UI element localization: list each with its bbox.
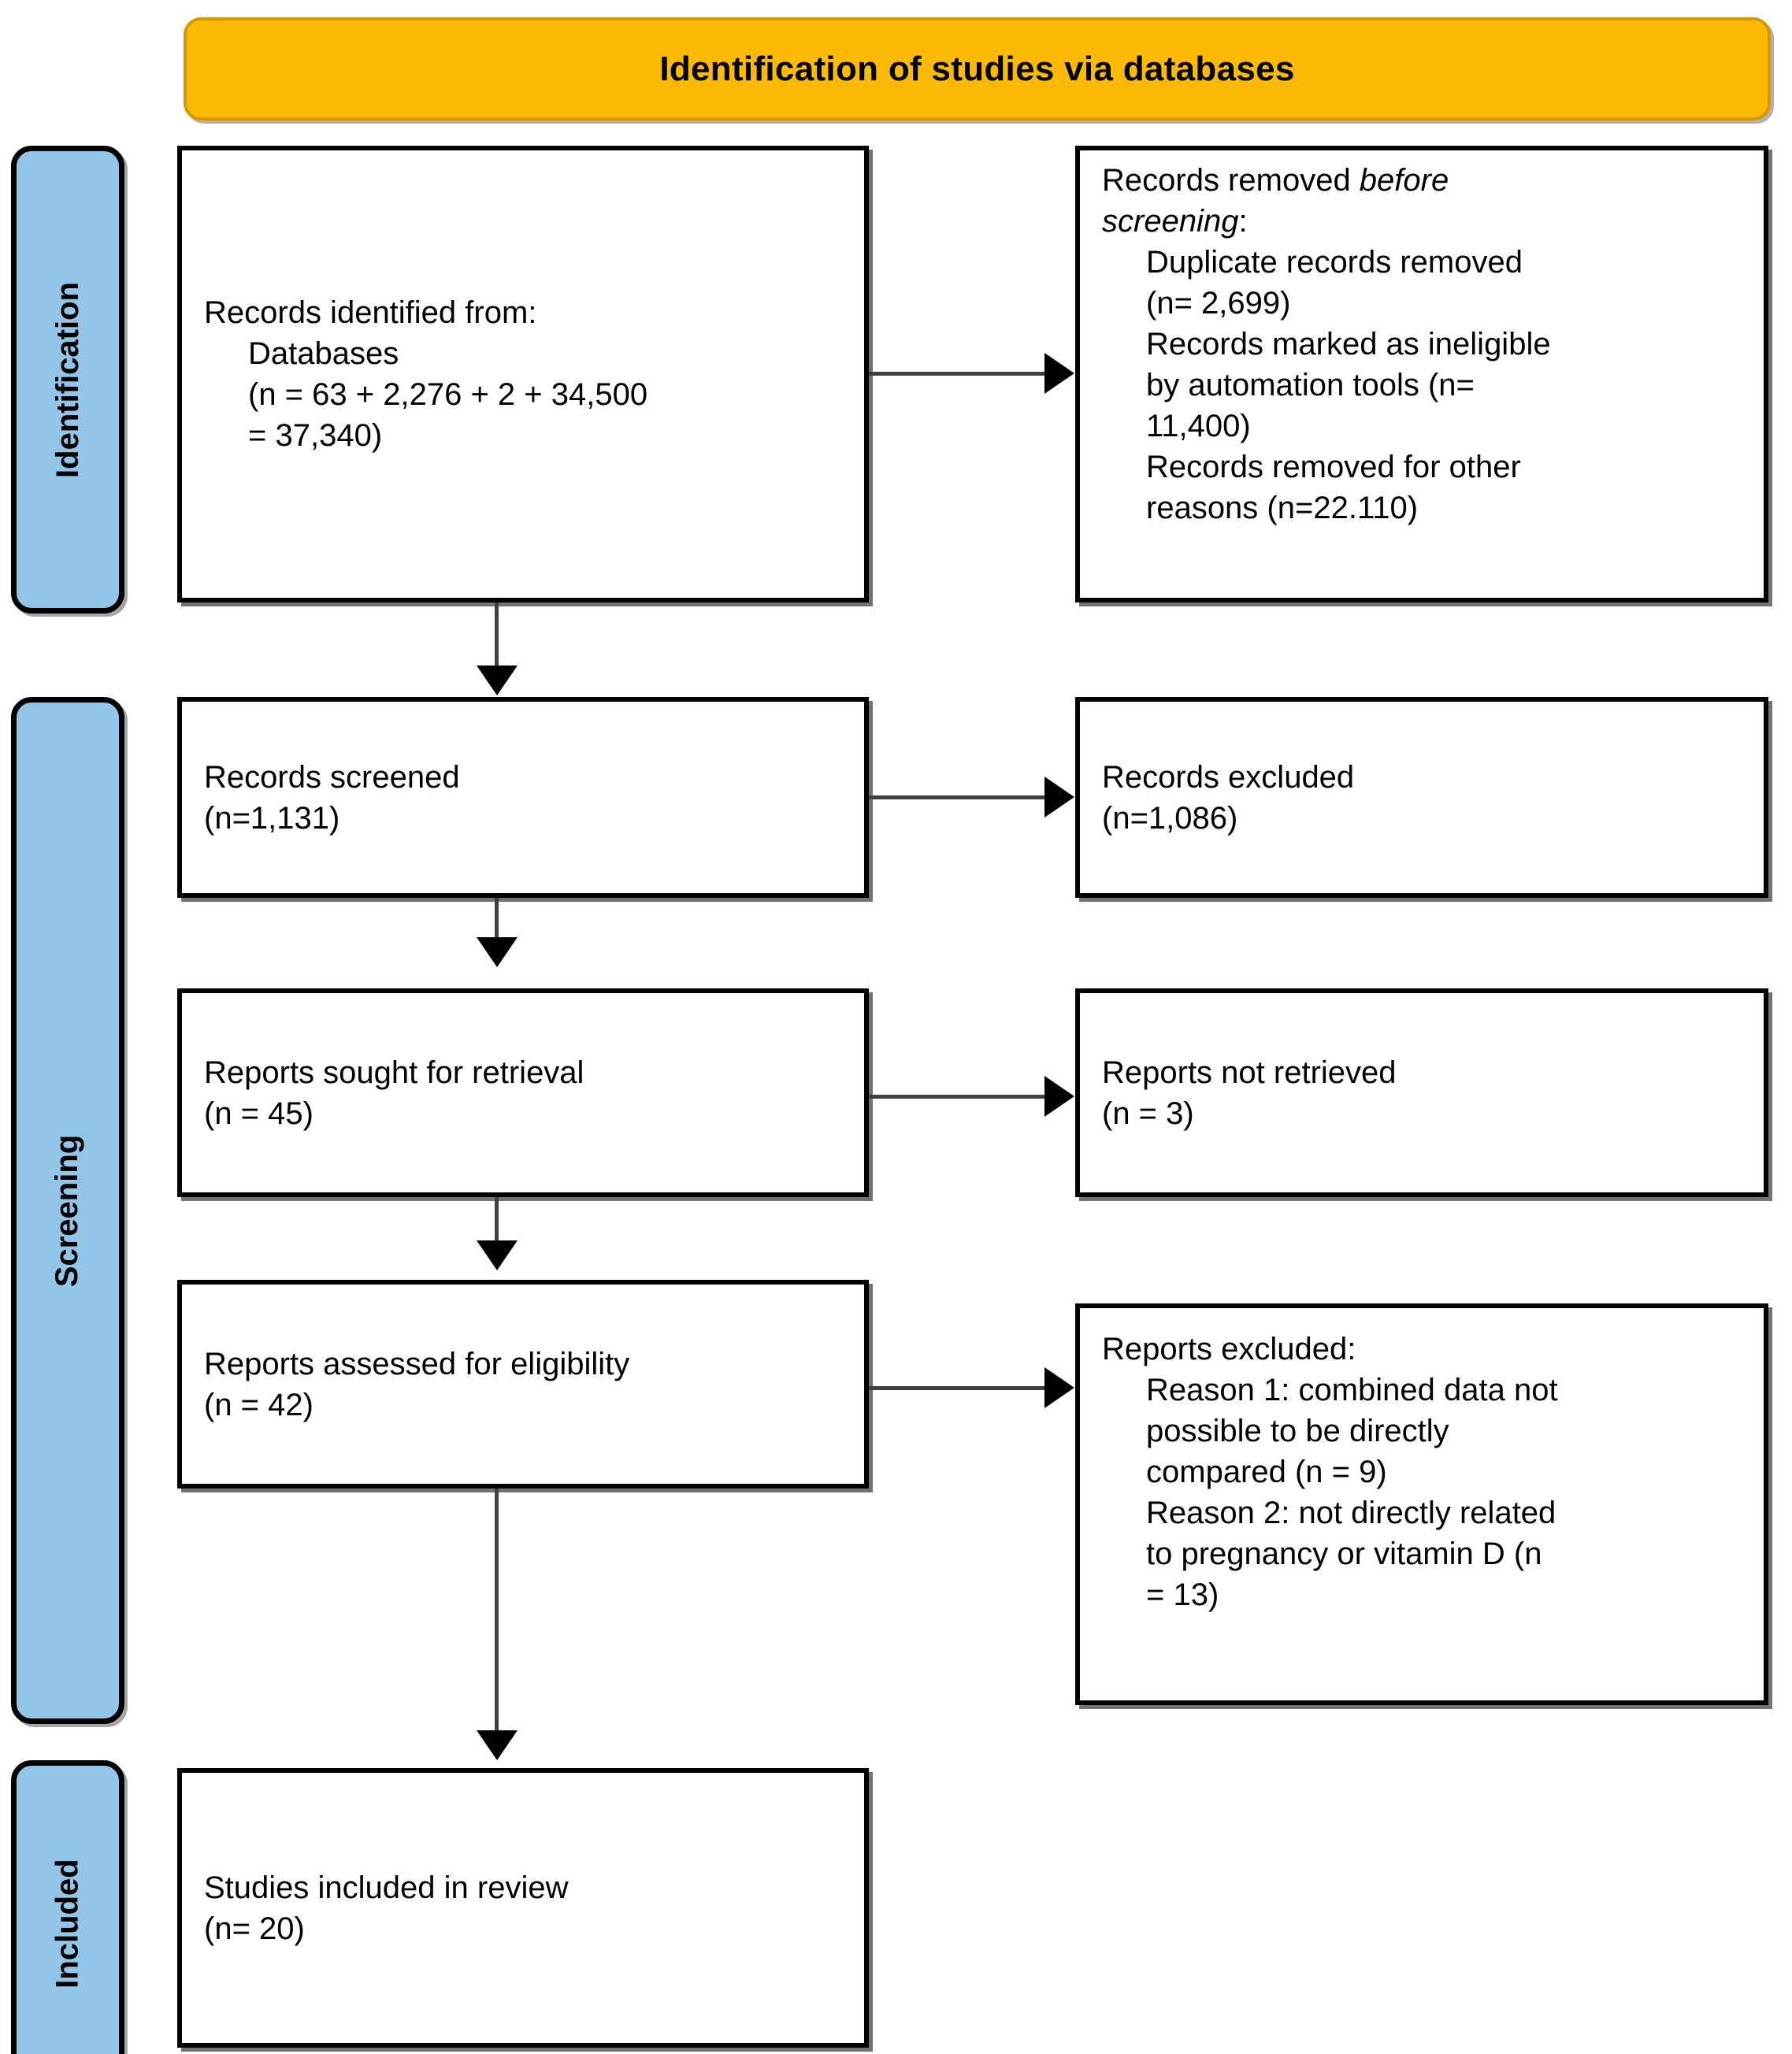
connector-identified-to-screened [495,602,499,669]
arrowhead-assessed-to-included [477,1730,518,1760]
connector-sought-to-not-retrieved [869,1095,1046,1099]
records-removed-line-1-emph: before [1359,163,1449,198]
box-reports-assessed-for-eligibility: Reports assessed for eligibility (n = 42… [177,1280,869,1489]
stage-label-included: Included [50,1858,85,1989]
box-reports-not-retrieved: Reports not retrieved (n = 3) [1075,988,1768,1197]
reports-sought-line-1: Reports sought for retrieval [204,1055,584,1090]
records-removed-line-7: 11,400) [1146,409,1251,443]
stage-label-screening: Screening [50,1134,85,1287]
records-removed-line-2-colon: : [1238,204,1248,239]
reports-excluded-line-2: Reason 1: combined data not [1146,1373,1558,1407]
box-records-screened: Records screened (n=1,131) [177,697,869,898]
banner-identification-via-databases: Identification of studies via databases [184,17,1771,120]
arrowhead-sought-to-not-retrieved [1044,1076,1074,1117]
records-excluded-line-2: (n=1,086) [1102,800,1238,836]
reports-excluded-line-6: to pregnancy or vitamin D (n [1146,1537,1542,1571]
records-identified-line-3: (n = 63 + 2,276 + 2 + 34,500 [248,377,648,412]
box-records-removed-before-screening: Records removed before screening: Duplic… [1075,146,1768,602]
records-removed-line-1-lead: Records removed [1102,163,1360,198]
reports-excluded-line-4: compared (n = 9) [1146,1455,1387,1489]
connector-assessed-to-included [495,1489,499,1733]
reports-not-retrieved-line-2: (n = 3) [1102,1096,1194,1131]
connector-screened-to-sought [495,898,499,941]
reports-assessed-line-2: (n = 42) [204,1387,314,1422]
records-removed-line-9: reasons (n=22.110) [1146,491,1419,525]
box-reports-sought-for-retrieval: Reports sought for retrieval (n = 45) [177,988,869,1197]
arrowhead-screened-to-excluded [1044,777,1074,818]
records-excluded-line-1: Records excluded [1102,759,1355,795]
reports-excluded-line-5: Reason 2: not directly related [1146,1496,1556,1530]
stage-pill-included: Included [11,1760,124,2054]
records-removed-line-2-emph: screening [1102,204,1239,239]
stage-label-identification: Identification [50,281,85,478]
records-identified-line-2: Databases [248,336,399,371]
connector-screened-to-excluded [869,795,1046,799]
records-removed-line-3: Duplicate records removed [1146,245,1523,280]
box-reports-excluded-with-reasons: Reports excluded: Reason 1: combined dat… [1075,1303,1768,1705]
arrowhead-sought-to-assessed [477,1240,518,1270]
records-removed-line-8: Records removed for other [1146,450,1521,484]
arrowhead-screened-to-sought [477,937,518,967]
records-screened-line-1: Records screened [204,759,460,795]
studies-included-line-2: (n= 20) [204,1911,305,1946]
reports-excluded-line-1: Reports excluded: [1102,1332,1356,1366]
arrowhead-assessed-to-excluded [1044,1367,1074,1408]
connector-sought-to-assessed [495,1197,499,1244]
banner-title: Identification of studies via databases [659,49,1295,88]
connector-identified-to-removed [869,372,1046,376]
records-removed-line-2: screening: [1102,201,1751,242]
records-identified-line-1: Records identified from: [204,295,537,330]
arrowhead-identified-to-removed [1044,353,1074,394]
connector-assessed-to-excluded [869,1386,1046,1390]
studies-included-line-1: Studies included in review [204,1870,569,1905]
records-removed-line-5: Records marked as ineligible [1146,327,1551,361]
reports-not-retrieved-line-1: Reports not retrieved [1102,1055,1397,1090]
records-screened-line-2: (n=1,131) [204,800,340,836]
reports-excluded-line-7: = 13) [1146,1578,1219,1612]
reports-assessed-line-1: Reports assessed for eligibility [204,1346,630,1381]
arrowhead-identified-to-screened [477,666,518,695]
reports-excluded-line-3: possible to be directly [1146,1414,1449,1448]
records-removed-line-1: Records removed before [1102,160,1751,201]
stage-pill-identification: Identification [11,146,124,614]
box-records-excluded: Records excluded (n=1,086) [1075,697,1768,898]
box-studies-included-in-review: Studies included in review (n= 20) [177,1768,869,2048]
records-removed-line-4: (n= 2,699) [1146,286,1291,321]
box-records-identified: Records identified from: Databases (n = … [177,146,869,602]
stage-pill-screening: Screening [11,697,124,1724]
reports-sought-line-2: (n = 45) [204,1096,314,1131]
records-removed-line-6: by automation tools (n= [1146,368,1475,402]
records-identified-line-4: = 37,340) [248,418,383,453]
